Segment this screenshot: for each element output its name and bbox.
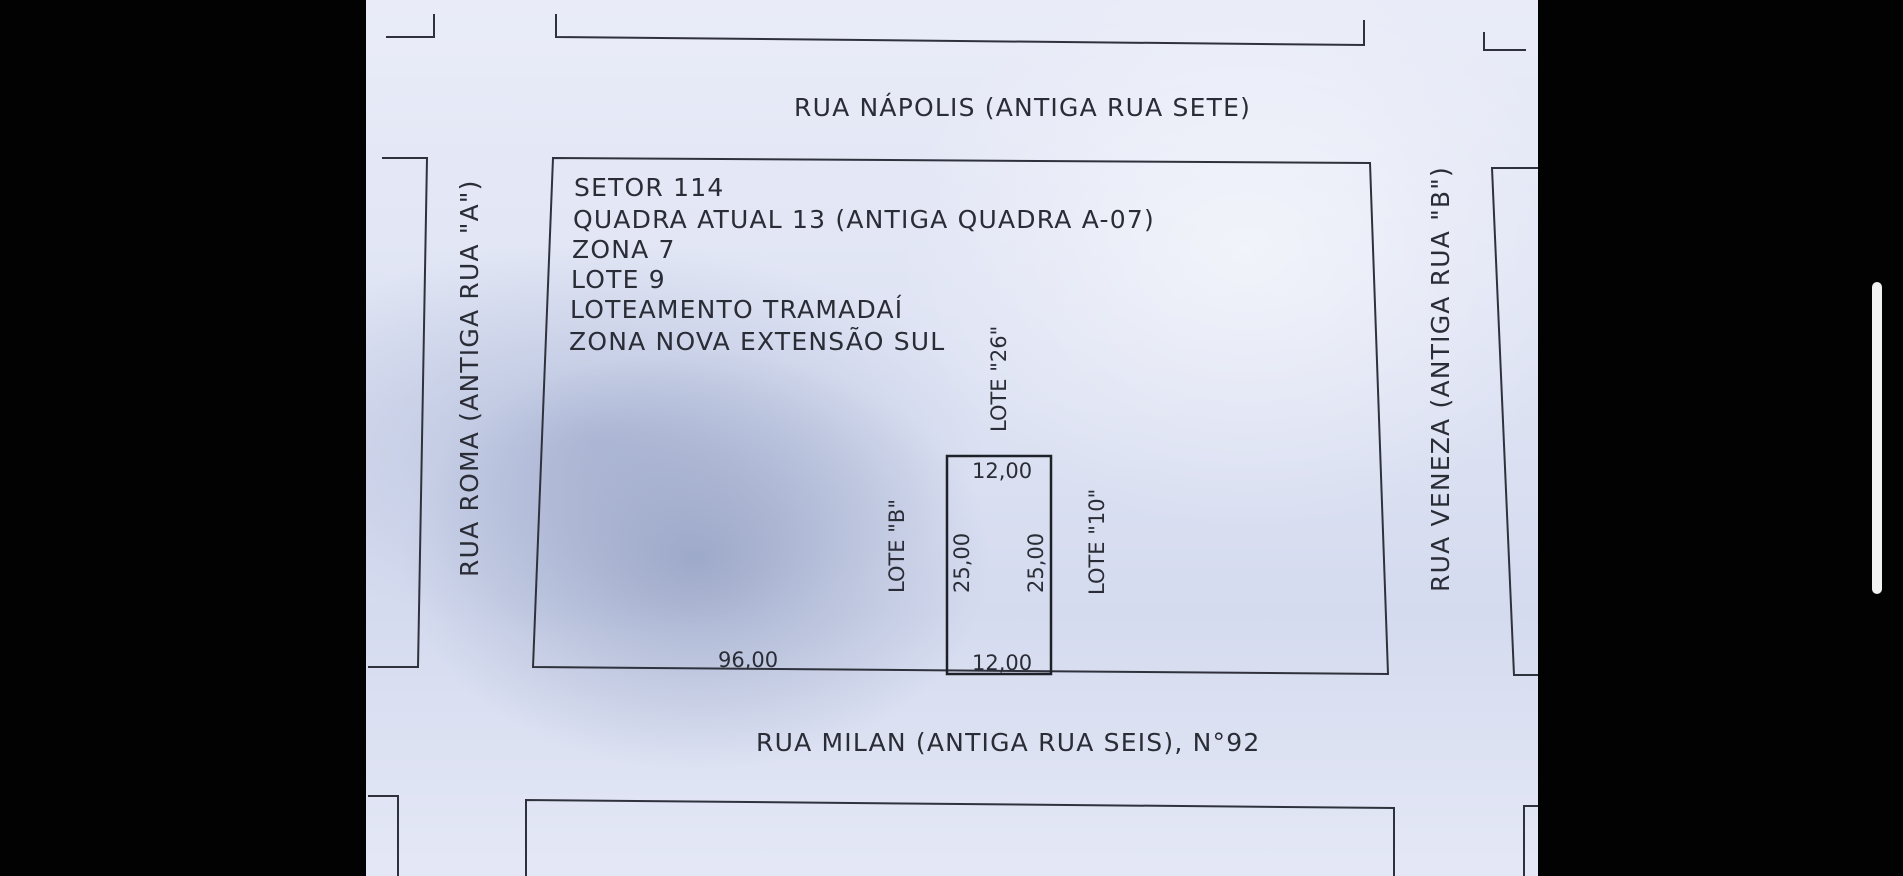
- neighbor-lot-right-label: LOTE "10": [1085, 489, 1109, 595]
- bottom-left-block-edge: [368, 795, 399, 876]
- info-loteamento: LOTEAMENTO TRAMADAÍ: [570, 295, 903, 324]
- left-block-edge: [368, 157, 429, 668]
- dimension-lot-depth-right: 25,00: [1024, 533, 1048, 593]
- scrollbar[interactable]: [1872, 282, 1882, 594]
- block-outline: [531, 156, 1390, 676]
- top-left-block-edge: [386, 14, 435, 38]
- info-quadra: QUADRA ATUAL 13 (ANTIGA QUADRA A-07): [573, 205, 1155, 234]
- street-top-label: RUA NÁPOLIS (ANTIGA RUA SETE): [794, 93, 1251, 122]
- bottom-right-block-edge: [1523, 805, 1538, 876]
- bottom-block-edge: [525, 798, 1395, 876]
- dimension-lot-depth-left: 25,00: [950, 533, 974, 593]
- top-block-edge: [555, 14, 1365, 47]
- right-block-edge: [1490, 167, 1538, 676]
- neighbor-lot-left-label: LOTE "B": [885, 499, 909, 593]
- street-left-label: RUA ROMA (ANTIGA RUA "A"): [455, 179, 484, 577]
- street-right-label: RUA VENEZA (ANTIGA RUA "B"): [1426, 166, 1455, 592]
- street-bottom-label: RUA MILAN (ANTIGA RUA SEIS), N°92: [756, 728, 1260, 757]
- info-zona-extensao: ZONA NOVA EXTENSÃO SUL: [569, 326, 945, 356]
- dimension-lot-bottom: 12,00: [972, 651, 1032, 675]
- top-right-block-edge: [1483, 32, 1526, 51]
- dimension-block-front: 96,00: [718, 648, 778, 672]
- neighbor-lot-top-label: LOTE "26": [987, 326, 1011, 432]
- dimension-lot-top: 12,00: [972, 459, 1032, 483]
- plan-drawing: RUA NÁPOLIS (ANTIGA RUA SETE) RUA MILAN …: [368, 14, 1538, 876]
- survey-plan-photo: RUA NÁPOLIS (ANTIGA RUA SETE) RUA MILAN …: [366, 0, 1538, 876]
- info-lote: LOTE 9: [571, 265, 666, 294]
- info-setor: SETOR 114: [574, 173, 724, 202]
- lot-outline: [945, 454, 1053, 676]
- info-zona: ZONA 7: [572, 235, 676, 264]
